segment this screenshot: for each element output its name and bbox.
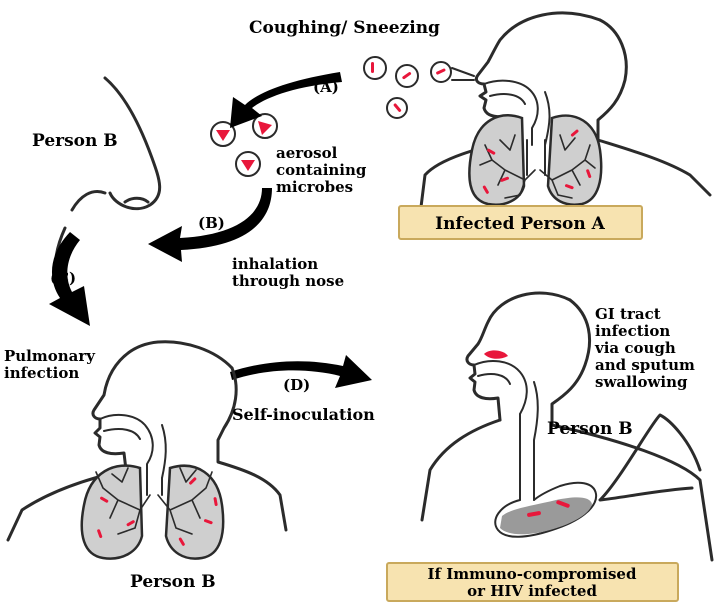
person-a-figure: [418, 11, 712, 217]
label-gi-1: GI tract: [595, 305, 661, 323]
label-gi-4: and sputum: [595, 356, 695, 374]
person-a-left-lung: [468, 114, 526, 206]
label-aerosol-2: containing: [276, 161, 367, 179]
labels: Coughing/ Sneezing (A) Person B aerosol …: [4, 18, 695, 592]
box-infected-a-text: Infected Person A: [435, 214, 606, 234]
label-gi-3: via cough: [594, 339, 676, 357]
droplets: [210, 56, 475, 177]
label-pulmonary-2: infection: [4, 364, 79, 382]
label-aerosol-1: aerosol: [276, 144, 338, 162]
microbe: [564, 184, 574, 190]
label-step-b: (B): [198, 214, 225, 232]
person-b-lungs-figure: [6, 340, 288, 560]
label-person-b-lungs: Person B: [130, 572, 216, 592]
label-inhalation-2: through nose: [232, 272, 344, 290]
arrow-c: [49, 232, 90, 326]
arrow-b: [148, 188, 272, 262]
microbe: [586, 169, 592, 178]
label-step-c: (C): [50, 269, 76, 287]
label-gi-5: swallowing: [595, 373, 688, 391]
label-inhalation-1: inhalation: [232, 255, 318, 273]
person-b-nose-figure: [54, 76, 162, 292]
label-step-d: (D): [283, 376, 310, 394]
label-coughing: Coughing/ Sneezing: [249, 18, 440, 38]
box-immuno-text-2: or HIV infected: [467, 582, 597, 600]
arrow-a: [230, 72, 342, 128]
box-immuno-text-1: If Immuno-compromised: [428, 565, 637, 583]
label-aerosol-3: microbes: [276, 178, 353, 196]
person-b-gi-figure: [420, 291, 714, 562]
microbe: [500, 176, 509, 182]
box-infected-a: Infected Person A: [398, 205, 643, 240]
microbe: [482, 185, 489, 194]
arrow-d: [230, 355, 372, 388]
label-self-inoculation: Self-inoculation: [232, 405, 375, 424]
label-step-a: (A): [313, 78, 339, 96]
label-pulmonary-1: Pulmonary: [4, 347, 96, 365]
label-gi-2: infection: [595, 322, 670, 340]
box-immuno: If Immuno-compromised or HIV infected: [386, 562, 679, 602]
microbe: [487, 148, 496, 155]
microbe: [570, 129, 579, 137]
label-person-b-gi: Person B: [547, 419, 633, 439]
label-person-b-nose: Person B: [32, 131, 118, 151]
